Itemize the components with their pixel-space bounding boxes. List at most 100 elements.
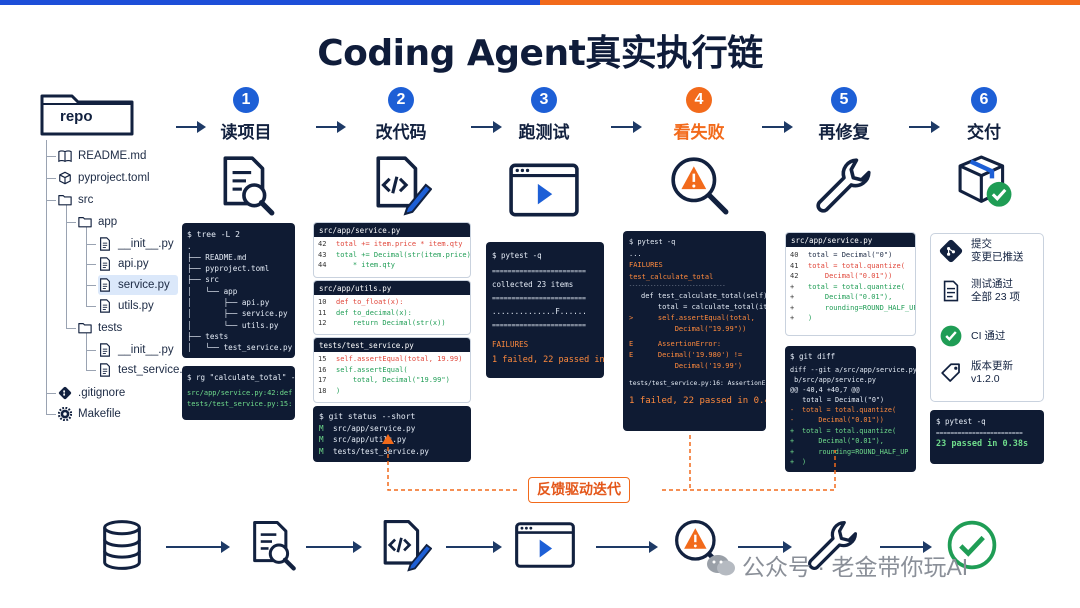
- tree-output-line: .: [187, 241, 192, 251]
- tree-connector: [46, 156, 56, 157]
- tree-item[interactable]: README.md: [58, 146, 146, 166]
- tree-item[interactable]: pyproject.toml: [58, 168, 150, 188]
- file-icon: [98, 278, 112, 292]
- diff-line: 44 * item.qty: [318, 260, 466, 271]
- delivery-item-detail: v1.2.0: [971, 373, 1000, 385]
- file-header: src/app/utils.py: [314, 281, 470, 295]
- repo-folder-label: repo: [60, 108, 93, 125]
- file-icon: [98, 363, 112, 377]
- diff-line: 12 return Decimal(str(x)): [318, 318, 466, 329]
- diff-line: + rounding=ROUND_HALF_UP: [790, 447, 911, 458]
- file-icon: [98, 237, 112, 251]
- line-number: +: [790, 293, 795, 301]
- tree-item-label: api.py: [118, 258, 149, 270]
- failures-label: FAILURES: [492, 340, 529, 349]
- diff-gutter: +: [790, 426, 795, 435]
- failure-location: tests/test_service.py:16: AssertionError: [629, 380, 766, 387]
- step3-pytest-panel: $ pytest -q ======================== col…: [486, 242, 604, 378]
- failures-label: FAILURES: [629, 261, 663, 269]
- traceback-text: Decimal('19.99'): [641, 362, 743, 370]
- tree-item-label: __init__.py: [118, 238, 174, 250]
- traceback-text: total = calculate_total(items): [657, 303, 766, 311]
- flow-arrow: [762, 121, 793, 133]
- package-check-icon: [953, 150, 1015, 217]
- traceback-line: Decimal("19.99")): [629, 324, 760, 335]
- warning-search-icon: [668, 154, 730, 221]
- line-number: 42: [318, 240, 327, 248]
- tree-item[interactable]: utils.py: [98, 296, 154, 316]
- file-path: src/app/utils.py: [333, 435, 407, 444]
- folder-icon: [78, 321, 92, 335]
- tree-item[interactable]: __init__.py: [98, 234, 174, 254]
- tree-item-label: app: [98, 216, 118, 228]
- traceback-text: Decimal("19.99")): [641, 325, 747, 333]
- line-number: 15: [318, 355, 327, 363]
- tree-connector: [86, 306, 96, 307]
- tree-command: $ tree -L 2: [187, 230, 240, 239]
- tree-item-label: test_service.py: [118, 364, 195, 376]
- traceback-line: def test_calculate_total(self):: [629, 291, 766, 302]
- line-number: 40: [790, 251, 799, 259]
- flow-arrow: [471, 121, 502, 133]
- line-number: 18: [318, 386, 327, 395]
- file-header: src/app/service.py: [314, 223, 470, 237]
- check-circle-icon: [939, 324, 963, 348]
- database-icon: [96, 519, 148, 576]
- tree-item-label: __init__.py: [118, 344, 174, 356]
- repo-folder[interactable]: repo: [40, 90, 136, 136]
- traceback-line: total = calculate_total(items): [629, 302, 766, 313]
- tree-item[interactable]: test_service.py: [98, 360, 195, 380]
- flow-arrow: [306, 541, 362, 553]
- code-edit-icon: [370, 154, 433, 221]
- diff-line: + Decimal("0.01"),: [790, 292, 911, 303]
- diff-line: + Decimal("0.01"),: [790, 436, 911, 447]
- tree-item[interactable]: .gitignore: [58, 383, 125, 403]
- diff-line: +): [790, 457, 911, 468]
- step-label: 交付: [967, 123, 1001, 142]
- step4-failure-panel: $ pytest -q ... FAILURES test_calculate_…: [623, 231, 766, 431]
- tree-connector: [86, 285, 96, 286]
- delivery-item-title: 测试通过: [971, 278, 1013, 290]
- tag-icon: [939, 361, 963, 385]
- step-number-badge: 1: [233, 87, 259, 113]
- line-number: 16: [318, 365, 327, 374]
- tree-output-line: │ └── utils.py: [187, 320, 279, 330]
- tree-output-line: ├── src: [187, 275, 220, 285]
- tree-connector: [86, 264, 96, 265]
- document-icon: [939, 279, 963, 303]
- step1-tree-panel: $ tree -L 2 .├── README.md├── pyproject.…: [182, 223, 295, 358]
- diff-header-line: diff --git a/src/app/service.py: [790, 365, 916, 374]
- delivery-item-detail: 变更已推送: [971, 251, 1024, 263]
- code-text: def to_decimal(x):: [336, 308, 412, 317]
- diff-line: +): [790, 313, 911, 324]
- file-header: tests/test_service.py: [314, 338, 470, 352]
- tree-item[interactable]: src: [58, 190, 93, 210]
- watermark: 公众号 · 老金带你玩AI: [706, 548, 1056, 582]
- delivery-item: 测试通过全部 23 项: [939, 278, 1020, 304]
- tree-item[interactable]: __init__.py: [98, 340, 174, 360]
- flow-arrow: [316, 121, 346, 133]
- test-result: 1 failed, 22 passed in 0.42s: [629, 395, 766, 406]
- tree-item[interactable]: service.py: [98, 275, 178, 295]
- test-result: 23 passed in 0.38s: [936, 439, 1029, 449]
- traceback-line: E AssertionError:: [629, 339, 760, 350]
- tree-item-label: pyproject.toml: [78, 172, 150, 184]
- step-label: 再修复: [818, 123, 870, 142]
- traceback-text: self.assertEqual(total,: [641, 314, 755, 322]
- file-header: src/app/service.py: [786, 233, 915, 247]
- tree-item[interactable]: Makefile: [58, 404, 121, 424]
- tree-item[interactable]: tests: [78, 318, 122, 338]
- tree-item[interactable]: api.py: [98, 254, 149, 274]
- feedback-label-text: 反馈驱动迭代: [537, 481, 621, 497]
- diff-line: + rounding=ROUND_HALF_UP: [790, 303, 915, 314]
- tree-item[interactable]: app: [78, 212, 117, 232]
